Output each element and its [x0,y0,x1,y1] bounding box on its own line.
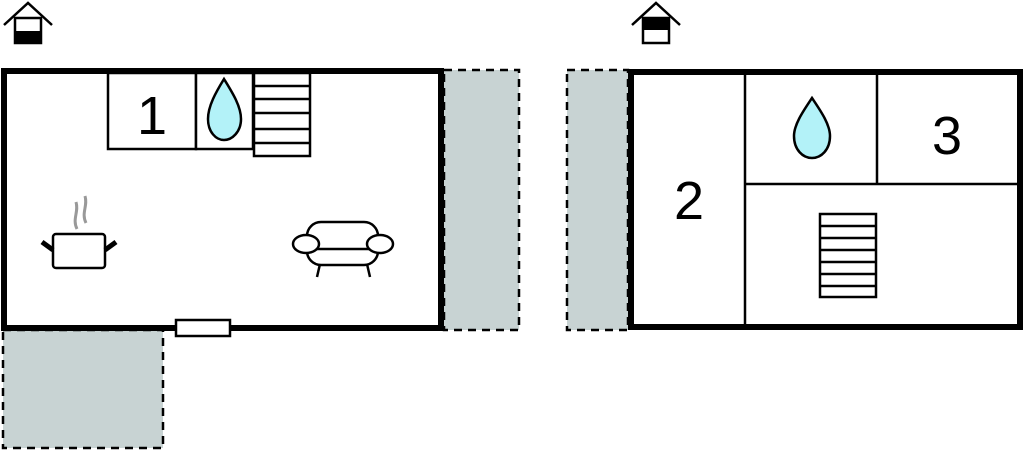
terrace-bottom [1,328,165,450]
kitchen-pot-icon [40,195,118,270]
sofa-icon [291,220,395,278]
house-ground-floor-icon [3,1,53,45]
room-label-1: 1 [137,86,167,146]
room-label-2: 2 [674,171,704,231]
staircase [818,212,878,299]
room-label-3: 3 [932,106,962,166]
entrance-door [174,318,232,338]
house-upper-floor-icon [631,1,681,45]
water-drop-icon [792,95,832,160]
terrace-left [565,68,630,332]
ground-floor-plan: 1 [1,1,521,450]
water-drop-icon [206,76,243,142]
staircase [252,71,312,158]
upper-floor-plan: 2 3 [565,1,1023,332]
room-1 [106,71,198,151]
terrace-right [442,68,521,332]
